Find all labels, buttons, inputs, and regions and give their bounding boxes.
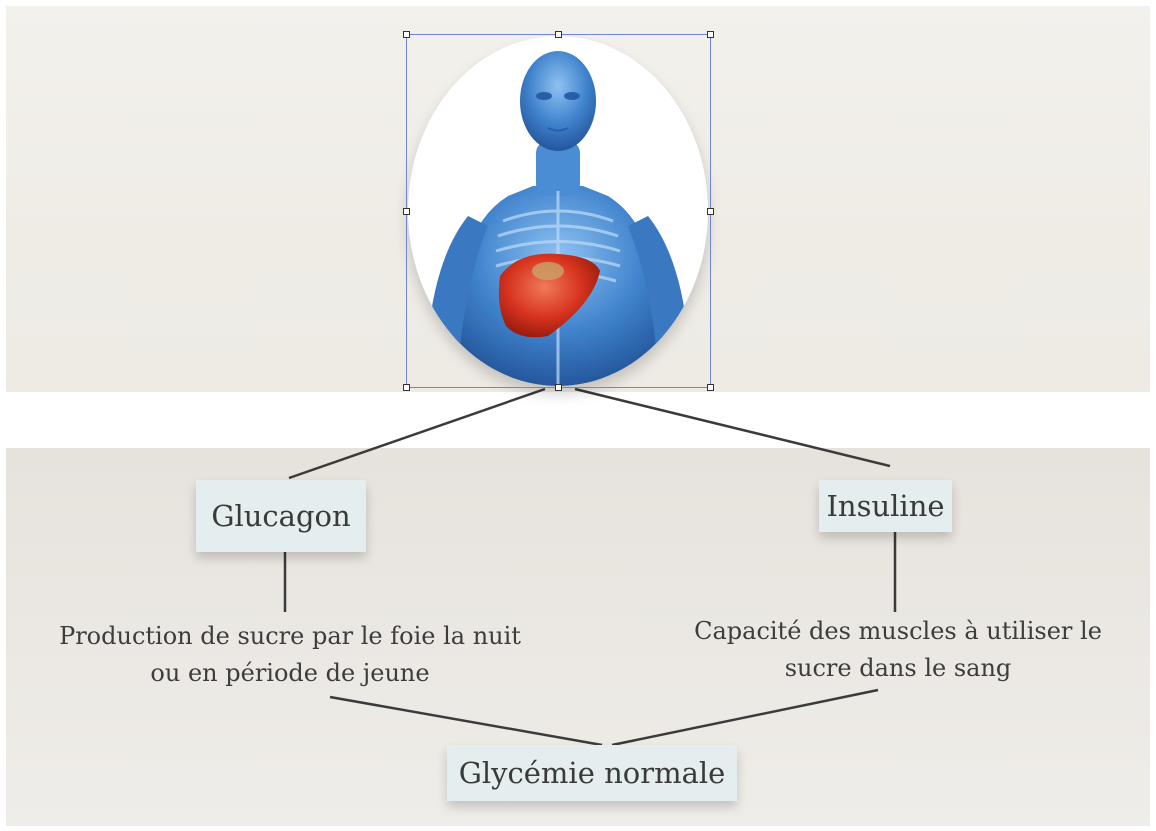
resize-handle-bottom-center[interactable] <box>555 384 562 391</box>
resize-handle-bottom-left[interactable] <box>403 384 410 391</box>
glucagon-label: Glucagon <box>211 499 350 533</box>
connector-capacite-to-glycemie <box>612 690 878 745</box>
image-selection-frame <box>406 34 711 388</box>
glycemie-node[interactable]: Glycémie normale <box>447 745 737 801</box>
resize-handle-top-right[interactable] <box>707 31 714 38</box>
capacite-line-1: Capacité des muscles à utiliser le <box>680 613 1116 650</box>
resize-handle-top-left[interactable] <box>403 31 410 38</box>
production-line-2: ou en période de jeune <box>40 655 540 692</box>
glucagon-node[interactable]: Glucagon <box>196 480 366 552</box>
resize-handle-middle-right[interactable] <box>707 208 714 215</box>
connector-image-to-glucagon <box>289 389 545 478</box>
capacite-description[interactable]: Capacité des muscles à utiliser le sucre… <box>680 613 1116 687</box>
production-line-1: Production de sucre par le foie la nuit <box>40 618 540 655</box>
connector-production-to-glycemie <box>330 697 602 745</box>
capacite-line-2: sucre dans le sang <box>680 650 1116 687</box>
resize-handle-top-center[interactable] <box>555 31 562 38</box>
production-description[interactable]: Production de sucre par le foie la nuit … <box>40 618 540 692</box>
insuline-label: Insuline <box>826 489 944 523</box>
resize-handle-middle-left[interactable] <box>403 208 410 215</box>
insuline-node[interactable]: Insuline <box>819 480 952 532</box>
glycemie-label: Glycémie normale <box>459 756 726 790</box>
connector-image-to-insuline <box>575 389 890 466</box>
resize-handle-bottom-right[interactable] <box>707 384 714 391</box>
